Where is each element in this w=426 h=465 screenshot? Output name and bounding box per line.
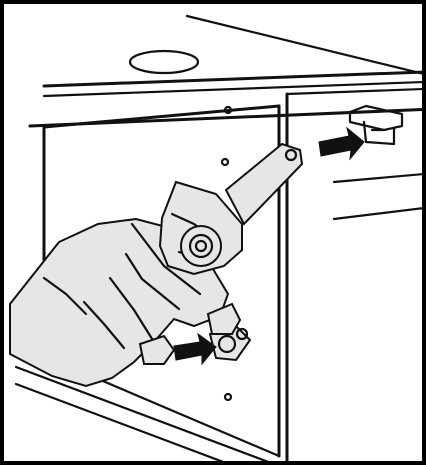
arrow-top	[319, 128, 364, 159]
installation-diagram	[4, 4, 426, 465]
arrow-bottom	[174, 334, 216, 364]
